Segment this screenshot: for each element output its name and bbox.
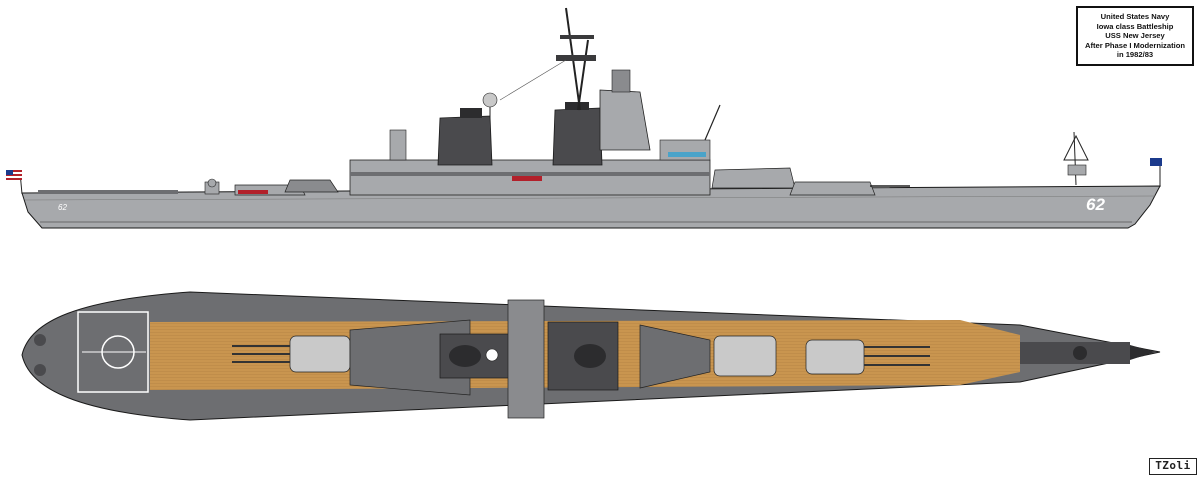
hull-number-stern: 62 (58, 203, 67, 212)
us-flag-icon (6, 170, 22, 180)
union-jack-icon (1150, 158, 1162, 166)
title-block: United States Navy Iowa class Battleship… (1076, 6, 1194, 66)
hull-profile (21, 185, 1161, 229)
side-profile-view: 62 62 (6, 7, 1162, 229)
top-plan-view (21, 291, 1161, 421)
artist-signature: TZoli (1149, 458, 1197, 475)
title-line-class: Iowa class Battleship (1096, 21, 1174, 31)
title-line-navy: United States Navy (1100, 12, 1170, 22)
hull-number-bow: 62 (1086, 195, 1105, 214)
title-line-year: in 1982/83 (1116, 50, 1154, 60)
title-line-configuration: After Phase I Modernization (1085, 40, 1185, 50)
title-line-ship-name: USS New Jersey (1105, 31, 1165, 41)
